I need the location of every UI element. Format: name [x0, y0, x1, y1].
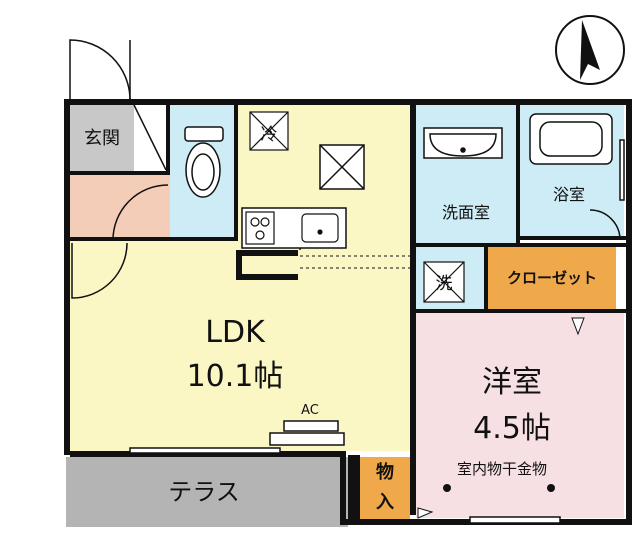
kitchen-sink-icon — [301, 213, 339, 243]
ldk-label: LDK — [205, 315, 266, 350]
toilet-icon — [184, 126, 224, 198]
ldk-size-label: 10.1帖 — [187, 359, 284, 394]
fridge-label: 冷 — [261, 125, 278, 145]
bathroom-label: 浴室 — [553, 185, 585, 204]
doors — [69, 39, 621, 299]
closet-area — [488, 245, 616, 309]
western-room-label: 洋室 — [482, 365, 542, 400]
western-room-size-label: 4.5帖 — [473, 411, 551, 446]
skylight-icon — [319, 144, 365, 190]
hall-area — [70, 173, 170, 241]
storage-label-top: 物 — [376, 461, 394, 483]
entrance-label: 玄関 — [84, 128, 120, 149]
dashed-lines — [300, 255, 410, 269]
western-room-area — [416, 313, 624, 518]
windows — [129, 139, 625, 524]
sink-icon — [423, 127, 503, 159]
bathtub-icon — [529, 113, 613, 165]
compass-icon — [555, 15, 625, 85]
ac-label: AC — [301, 403, 319, 418]
door-marker-storage — [417, 507, 434, 519]
storage-area — [360, 457, 410, 519]
terrace-area — [66, 457, 348, 527]
drying-hook-icons — [443, 484, 555, 492]
stove-icon — [245, 211, 275, 245]
washer-space — [423, 261, 465, 303]
door-marker-closet — [571, 317, 585, 336]
entrance-area — [70, 105, 134, 173]
storage-label-bottom: 入 — [376, 492, 394, 513]
fridge-space — [249, 111, 289, 151]
washer-label: 洗 — [436, 274, 453, 294]
indoor-drying-label: 室内物干金物 — [457, 460, 547, 478]
terrace-label: テラス — [168, 478, 240, 506]
washroom-label: 洗面室 — [442, 203, 490, 222]
washroom-area — [416, 105, 520, 245]
closet-label: クローゼット — [507, 269, 597, 287]
